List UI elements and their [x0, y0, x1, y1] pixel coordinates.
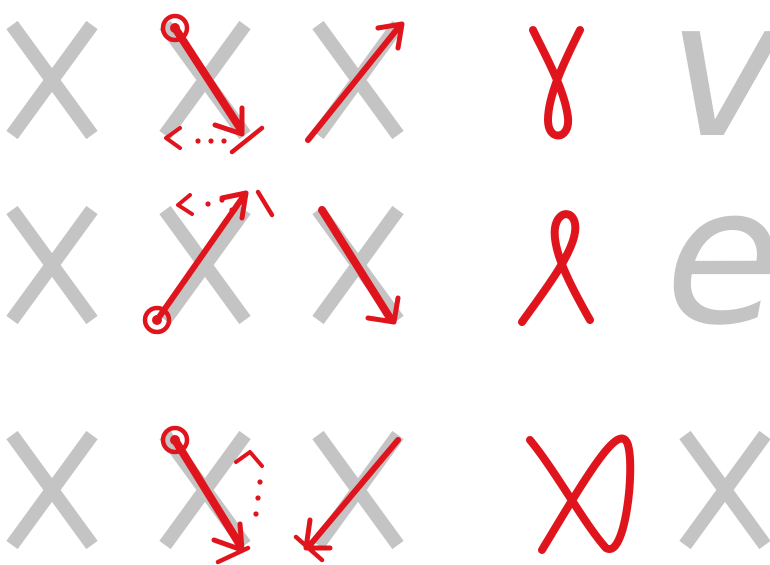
x-glyph-r1c1: [12, 25, 92, 135]
x-glyph-r3c5: [685, 435, 765, 545]
gesture-r3-x-loop: [530, 439, 630, 550]
x-glyph-r3c1: [12, 435, 92, 545]
x-glyph-r2c1: [12, 210, 92, 320]
x-glyph-r2c2: [165, 210, 245, 320]
gesture-r3-down-left: [296, 440, 398, 560]
gesture-r2-loop: [522, 214, 590, 322]
gesture-r1-loop: [533, 30, 580, 136]
letter-e: e: [665, 146, 770, 367]
